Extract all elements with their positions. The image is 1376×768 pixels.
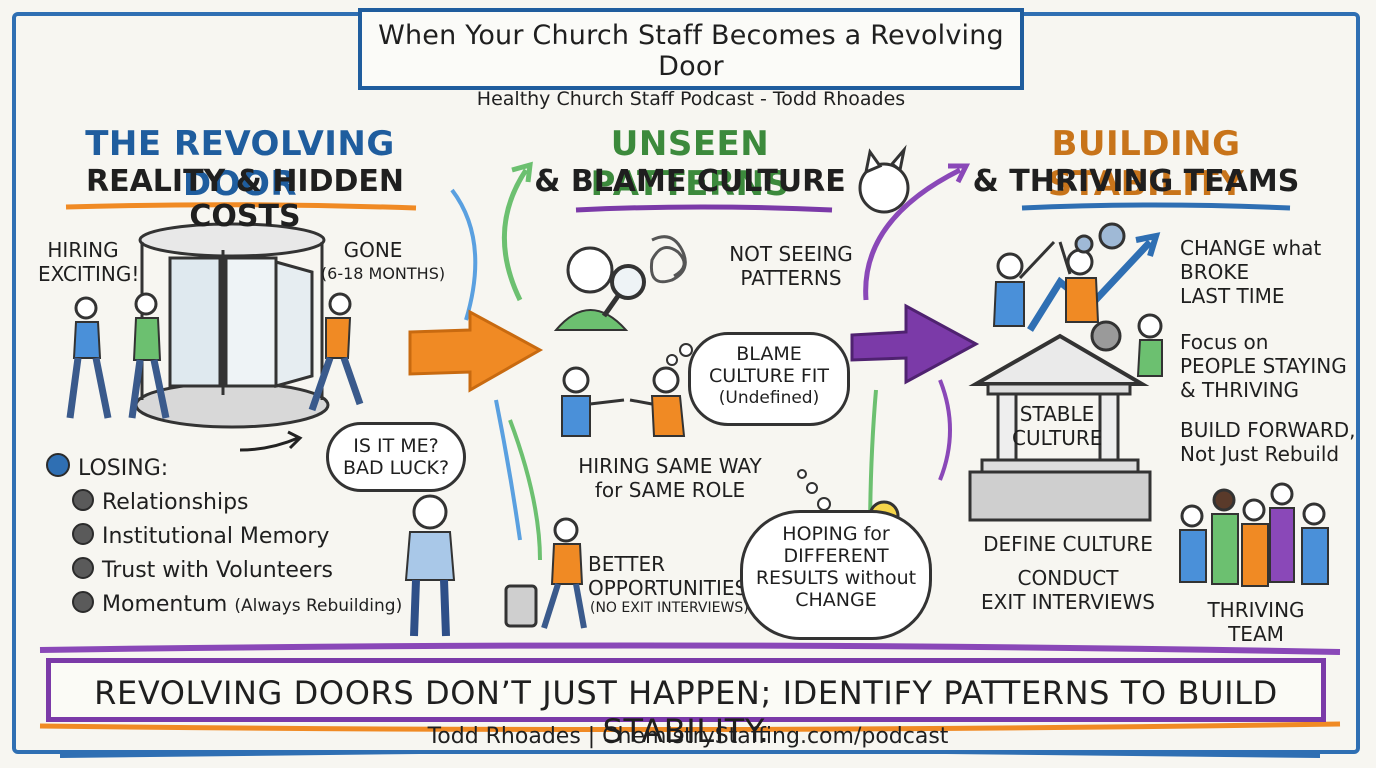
page-title: When Your Church Staff Becomes a Revolvi…: [378, 20, 1004, 82]
blame-culture-bubble: BLAME CULTURE FIT (Undefined): [688, 332, 850, 426]
thought-bubble-is-it-me: IS IT ME? BAD LUCK?: [326, 422, 466, 492]
define-culture-label: DEFINE CULTURE: [983, 532, 1153, 556]
gone-label: GONE: [343, 238, 403, 262]
hiring-label: HIRING EXCITING!: [38, 238, 140, 286]
section3-heading: BUILDING STABILITY: [1047, 124, 1245, 204]
losing-item: Relationships: [102, 490, 249, 515]
banner-text: REVOLVING DOORS DON’T JUST HAPPEN; IDENT…: [94, 674, 1278, 750]
section2-heading: UNSEEN PATTERNS: [590, 124, 790, 204]
blame-note: (Undefined): [718, 388, 820, 408]
better-opportunities-label: BETTER OPPORTUNITIES?: [588, 552, 758, 600]
build-forward-label: BUILD FORWARD, Not Just Rebuild: [1180, 418, 1356, 466]
losing-item: Trust with Volunteers: [102, 558, 333, 583]
losing-list: LOSING: Relationships Institutional Memo…: [46, 452, 402, 623]
losing-item: Momentum: [102, 592, 228, 617]
focus-label: Focus on PEOPLE STAYING & THRIVING: [1180, 330, 1347, 402]
change-label: CHANGE what BROKE LAST TIME: [1180, 236, 1322, 308]
blame-label: BLAME CULTURE FIT: [708, 343, 830, 387]
page-subtitle: Healthy Church Staff Podcast - Todd Rhoa…: [476, 88, 906, 110]
not-seeing-patterns-label: NOT SEEING PATTERNS: [729, 242, 853, 290]
section2-subheading: & BLAME CULTURE: [534, 164, 846, 199]
stable-culture-label: STABLE CULTURE: [1012, 402, 1103, 450]
section3-subheading: & THRIVING TEAMS: [972, 164, 1300, 199]
title-box: When Your Church Staff Becomes a Revolvi…: [358, 8, 1024, 110]
bullet-icon: [72, 489, 94, 511]
team-group: [1179, 482, 1329, 587]
hoping-bubble: HOPING for DIFFERENT RESULTS without CHA…: [740, 510, 932, 640]
bullet-icon: [72, 591, 94, 613]
bottom-banner: REVOLVING DOORS DON’T JUST HAPPEN; IDENT…: [46, 658, 1326, 750]
no-exit-interviews-note: (NO EXIT INTERVIEWS): [590, 600, 749, 616]
bullet-icon: [46, 453, 70, 477]
hiring-same-label: HIRING SAME WAY for SAME ROLE: [578, 454, 762, 502]
bullet-icon: [72, 523, 94, 545]
bullet-icon: [72, 557, 94, 579]
losing-item: Institutional Memory: [102, 524, 330, 549]
momentum-note: (Always Rebuilding): [234, 596, 403, 616]
section1-subheading: REALITY & HIDDEN COSTS: [85, 164, 404, 234]
gone-time-label: (6-18 MONTHS): [320, 264, 446, 283]
losing-heading: LOSING:: [78, 456, 169, 481]
conduct-exit-interviews-label: CONDUCT EXIT INTERVIEWS: [980, 566, 1155, 614]
footer-credit: Todd Rhoades | ChemistryStaffing.com/pod…: [427, 724, 949, 749]
thriving-team-label: THRIVING TEAM: [1207, 598, 1305, 646]
section1-heading: THE REVOLVING DOOR: [85, 124, 395, 204]
